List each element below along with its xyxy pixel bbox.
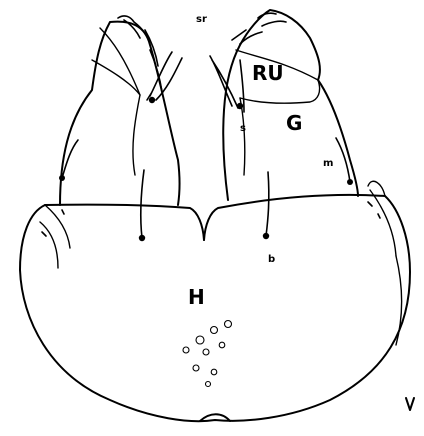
label-g: G <box>286 111 302 135</box>
right-inner-seta-base <box>237 103 243 109</box>
right-lateral-seta-base <box>347 179 353 185</box>
corner-mark <box>406 398 414 410</box>
label-sr: sr <box>196 14 207 25</box>
right-genal-lobe <box>368 181 385 196</box>
left-lobe-outline <box>60 22 180 205</box>
pore-cluster <box>183 321 232 387</box>
label-ru: RU <box>252 61 284 85</box>
left-inner-setae <box>147 52 182 100</box>
left-lateral-seta-base <box>59 175 65 181</box>
right-lower-seta-base <box>263 233 269 239</box>
right-lower-seta <box>266 172 269 236</box>
right-apical-setae <box>232 13 286 44</box>
label-m: m <box>323 158 333 169</box>
transverse-suture <box>45 205 204 240</box>
left-genal-lobe <box>45 205 70 248</box>
left-inner-seta-base <box>149 97 155 103</box>
left-lower-seta-base <box>139 235 145 241</box>
label-h: H <box>188 285 205 309</box>
left-lower-seta <box>141 170 144 238</box>
label-b: b <box>268 254 275 265</box>
transverse-suture-right <box>204 195 385 240</box>
right-lateral-seta <box>336 138 350 182</box>
head-capsule-outline <box>20 196 410 421</box>
right-dashed-mark <box>368 202 380 218</box>
right-genal-lobe-inner <box>370 190 396 256</box>
label-s: s <box>240 123 246 134</box>
left-genal-lobe-inner <box>40 222 58 268</box>
right-lateral-edge <box>396 256 402 345</box>
left-lobe-inner-line <box>100 28 140 95</box>
